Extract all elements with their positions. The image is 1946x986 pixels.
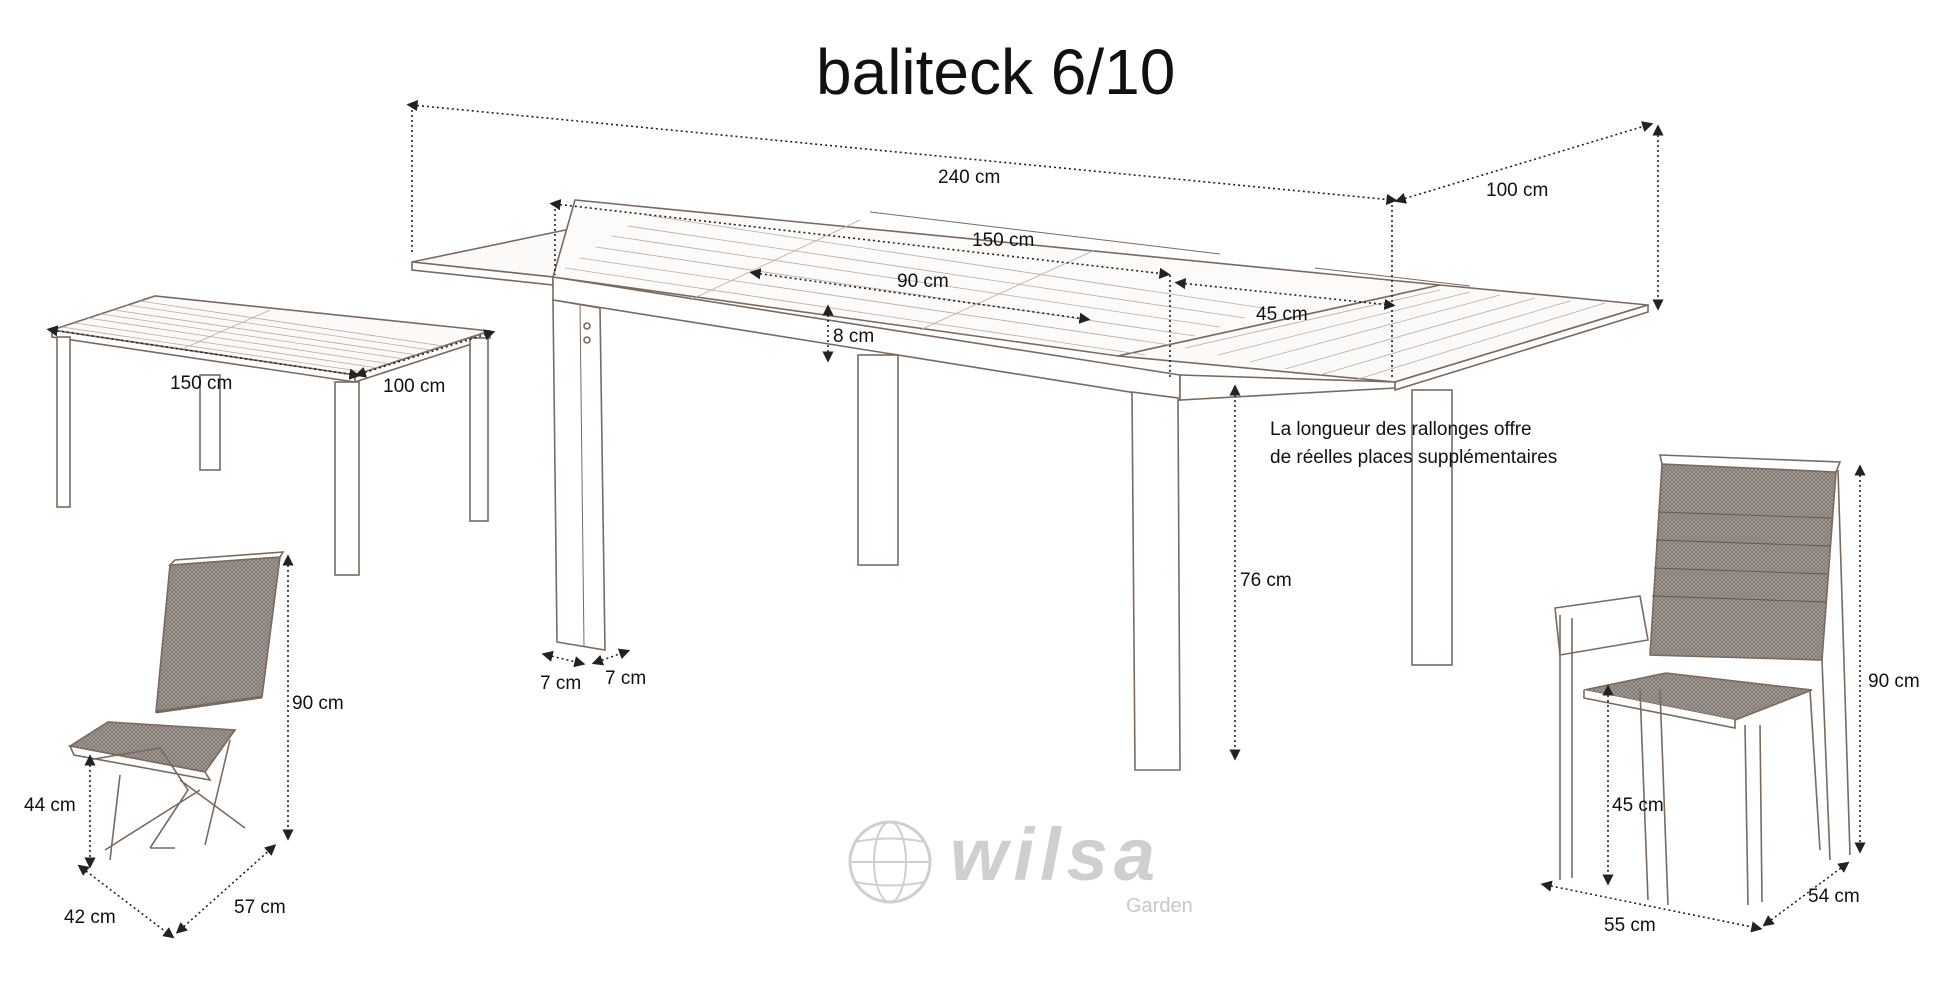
label-table-height: 76 cm (1240, 570, 1292, 591)
label-small-table-length: 150 cm (170, 373, 233, 394)
label-extension-length: 45 cm (1256, 304, 1308, 325)
extension-note-line-1: La longueur des rallonges offre (1270, 419, 1532, 440)
label-armchair-width: 55 cm (1604, 915, 1656, 936)
label-folding-chair-width: 42 cm (64, 907, 116, 928)
folding-chair-drawing (67, 551, 285, 861)
label-leg-depth: 7 cm (540, 673, 582, 694)
label-armchair-height: 90 cm (1868, 671, 1920, 692)
page-title: baliteck 6/10 (816, 36, 1176, 108)
extension-note-line-2: de réelles places supplémentaires (1270, 447, 1558, 468)
label-width: 100 cm (1486, 180, 1549, 201)
small-table-drawing (51, 295, 491, 576)
label-armchair-depth: 54 cm (1808, 886, 1860, 907)
label-center-slats: 90 cm (897, 271, 949, 292)
extension-note: La longueur des rallonges offre de réell… (1270, 416, 1557, 472)
wilsa-logo (848, 820, 932, 904)
armchair-drawing (1554, 454, 1851, 906)
label-small-table-width: 100 cm (383, 376, 446, 397)
label-apron-height: 8 cm (833, 326, 875, 347)
dimension-lines (46, 99, 1866, 939)
label-leg-width: 7 cm (605, 668, 647, 689)
label-folding-chair-seat-height: 44 cm (24, 795, 76, 816)
extended-table-drawing (411, 199, 1649, 771)
label-folding-chair-depth: 57 cm (234, 897, 286, 918)
label-armchair-seat-height: 45 cm (1612, 795, 1664, 816)
label-folding-chair-height: 90 cm (292, 693, 344, 714)
label-closed-length: 150 cm (972, 230, 1035, 251)
logo-brand: wilsa (950, 813, 1161, 896)
label-extended-length: 240 cm (938, 167, 1001, 188)
logo-sub: Garden (1126, 895, 1193, 917)
